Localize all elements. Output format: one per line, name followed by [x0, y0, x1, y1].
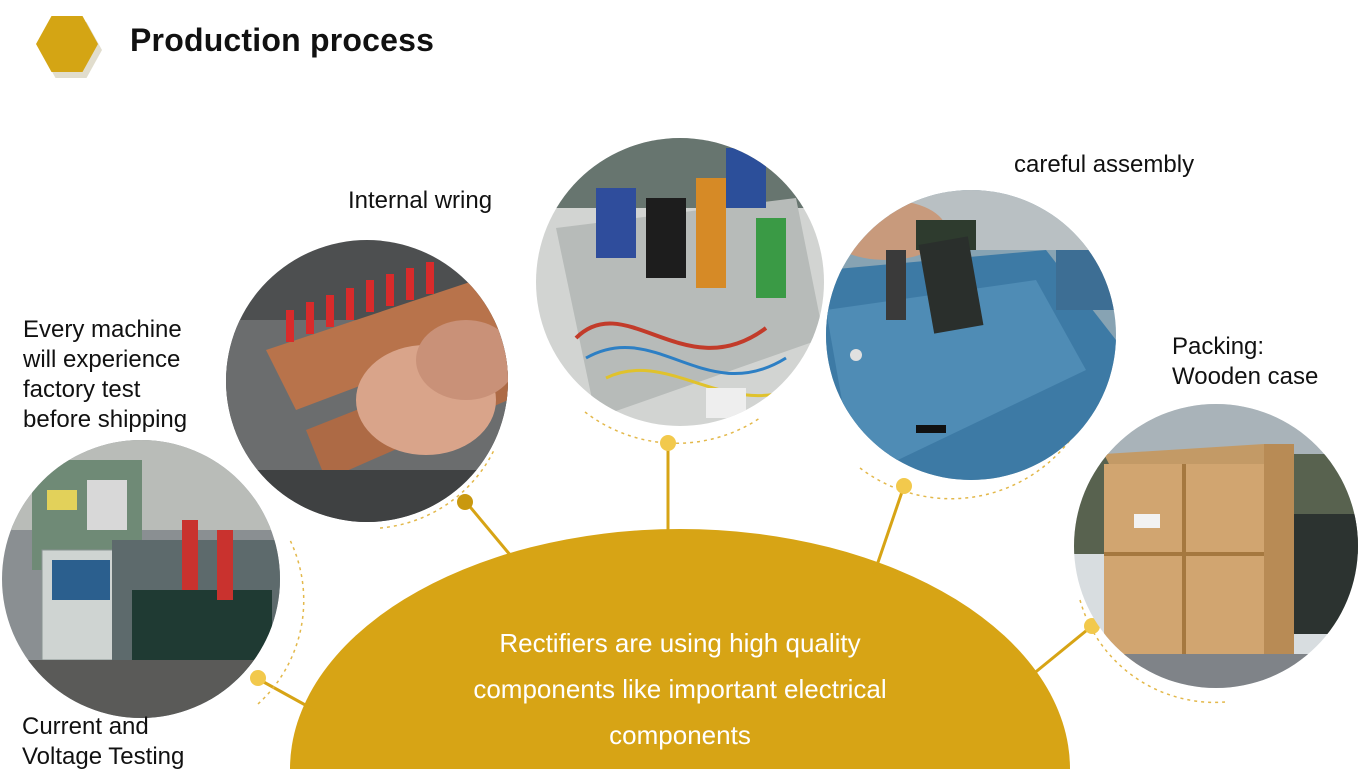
- factory-test-label: Every machine will experience factory te…: [23, 316, 188, 433]
- connector-line: [259, 678, 319, 714]
- connector-dot: [896, 478, 912, 494]
- factory-test-photo: [2, 440, 280, 718]
- packing-label: Packing: Wooden case: [1172, 333, 1319, 390]
- connector-line: [872, 485, 906, 575]
- dotted-arc: [379, 447, 496, 529]
- wooden-case-photo: [1074, 404, 1358, 688]
- wiring-box-photo: [536, 138, 824, 426]
- hub-caption: Rectifiers are using high quality compon…: [473, 628, 887, 750]
- careful-assembly-label: careful assembly: [1014, 151, 1195, 178]
- page-title: Production process: [130, 22, 435, 58]
- hub-semicircle: [290, 529, 1070, 769]
- connector-line: [1015, 624, 1093, 690]
- internal-wiring-photo: [226, 240, 508, 522]
- assembly-photo: [826, 190, 1116, 480]
- connector-dot: [457, 494, 473, 510]
- connector-line: [464, 501, 518, 563]
- connector-dot: [660, 435, 676, 451]
- current-voltage-label: Current and Voltage Testing: [22, 713, 185, 770]
- dotted-arc: [257, 539, 305, 705]
- internal-wiring-label: Internal wring: [348, 187, 493, 214]
- connector-dot: [250, 670, 266, 686]
